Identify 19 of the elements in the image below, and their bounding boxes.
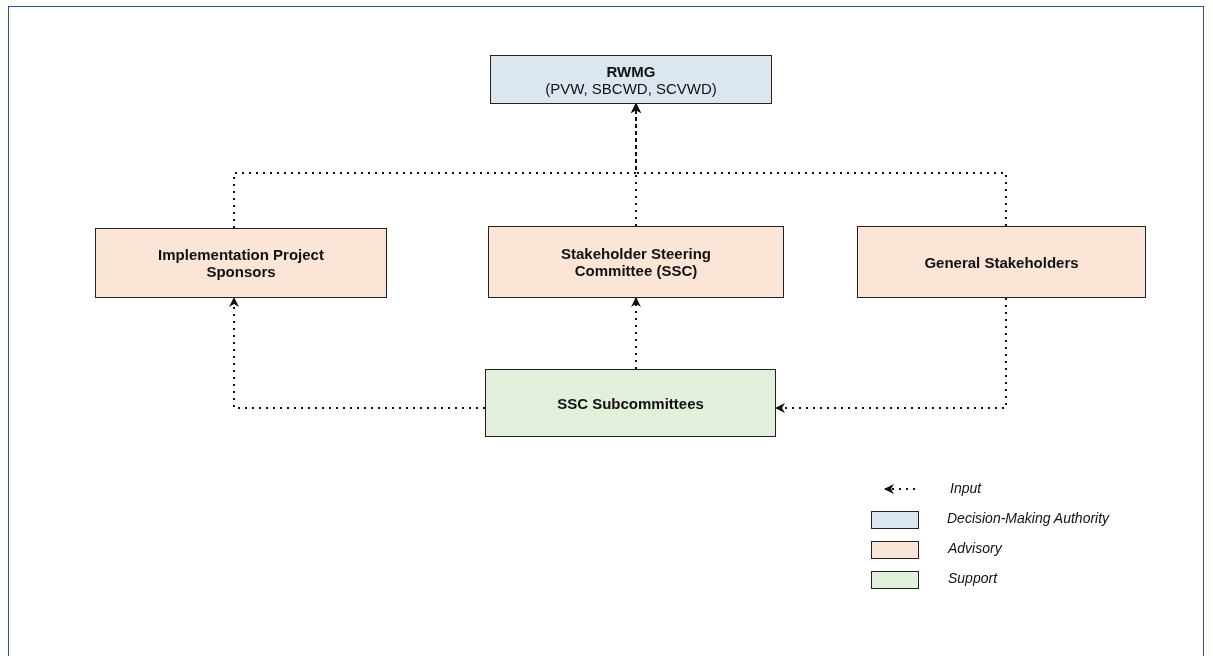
org-box — [95, 228, 387, 298]
legend-label: Decision-Making Authority — [947, 510, 1110, 526]
arrow — [631, 103, 1007, 227]
box-title: General Stakeholders — [924, 253, 1079, 271]
legend-label: Advisory — [948, 540, 1002, 556]
org-box — [490, 55, 772, 104]
org-box — [488, 226, 784, 298]
box-title: RWMG — [606, 62, 656, 80]
box-title: Implementation Project Sponsors — [157, 246, 325, 280]
arrow — [631, 297, 641, 370]
box-subtitle: (PVW, SBCWD, SCVWD) — [545, 79, 717, 97]
legend-label: Support — [948, 570, 998, 586]
org-box — [857, 226, 1146, 298]
arrow — [229, 297, 486, 409]
legend-label: Input — [950, 480, 982, 496]
org-box — [485, 369, 776, 437]
box-title: SSC Subcommittees — [557, 394, 704, 412]
box-title: Stakeholder Steering Committee (SSC) — [559, 245, 712, 279]
arrow — [775, 297, 1007, 413]
